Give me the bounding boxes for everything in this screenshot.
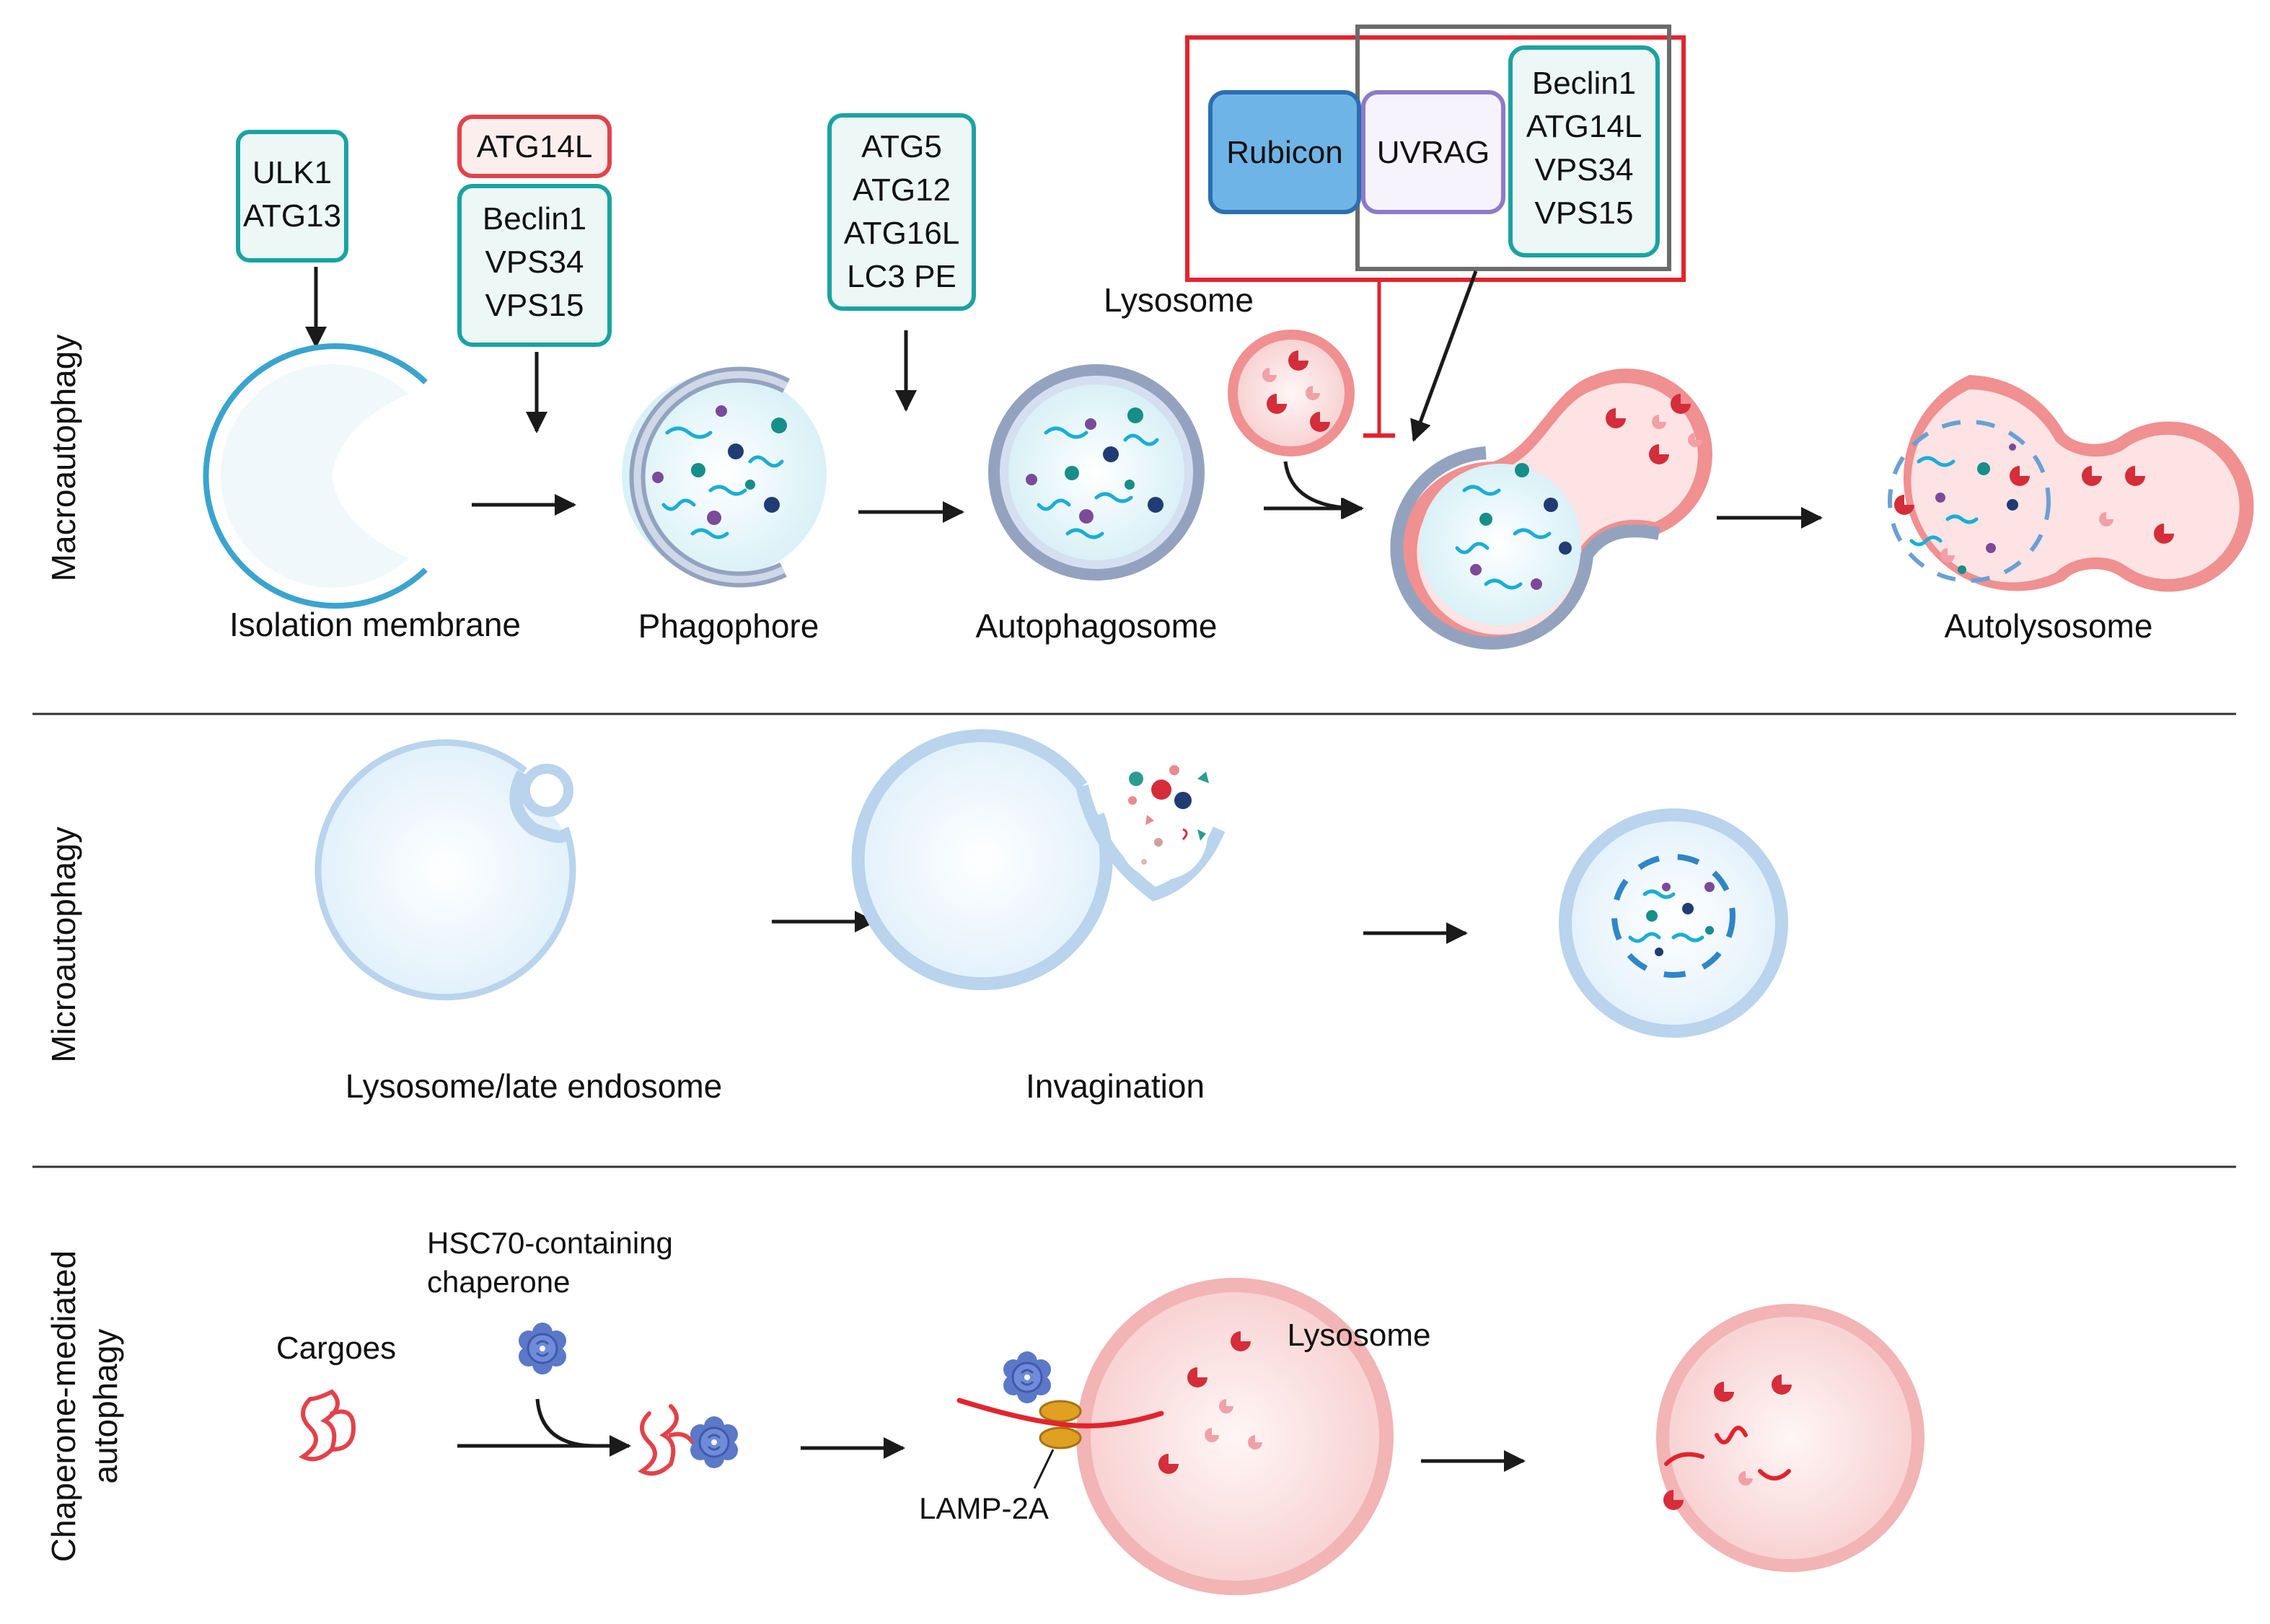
atg14l-box: ATG14L [457, 115, 612, 178]
svg-text:VPS15: VPS15 [1535, 195, 1634, 231]
lysosome [1228, 330, 1355, 456]
hsc70-chaperone-bound [1002, 1350, 1052, 1405]
section-label-cma-line1: Chaperone-mediated [45, 1250, 82, 1562]
section-label-microautophagy: Microautophagy [45, 826, 82, 1062]
svg-text:ATG14L: ATG14L [1526, 109, 1642, 144]
phagophore [622, 366, 827, 588]
lysosome-late-endosome [314, 739, 576, 1001]
label-autophagosome: Autophagosome [975, 607, 1217, 645]
svg-text:ATG16L: ATG16L [844, 216, 960, 251]
svg-text:ATG14L: ATG14L [477, 129, 593, 164]
lamp-2a [1039, 1400, 1082, 1449]
binding-arrow [535, 1398, 597, 1448]
translocating-protein [956, 1398, 1164, 1429]
ulk1-atg13-box: ULK1 ATG13 [236, 130, 348, 262]
fusing-autolysosome [1390, 369, 1712, 650]
svg-text:VPS34: VPS34 [485, 244, 584, 280]
inhibition-line [1363, 281, 1395, 438]
label-lamp-2a: LAMP-2A [919, 1491, 1049, 1525]
fusion-arrow [1283, 461, 1363, 519]
beclin-vps-box: Beclin1 VPS34 VPS15 [457, 184, 612, 347]
label-lysosome: Lysosome [1104, 281, 1254, 319]
label-lysosome-cma: Lysosome [1288, 1318, 1431, 1353]
label-phagophore: Phagophore [638, 607, 819, 645]
section-label-cma-line2: autophagy [87, 1329, 124, 1484]
beclin-atg14l-vps-box: Beclin1 ATG14L VPS34 VPS15 [1508, 45, 1660, 257]
svg-text:Beclin1: Beclin1 [1532, 66, 1636, 101]
label-autolysosome: Autolysosome [1945, 607, 2153, 645]
svg-text:Beclin1: Beclin1 [483, 201, 586, 237]
cma-lysosome [1076, 1278, 1394, 1595]
label-invagination: Invagination [1026, 1067, 1205, 1105]
invagination-vesicle [851, 729, 1226, 991]
hsc70-chaperone [517, 1321, 568, 1376]
svg-text:VPS15: VPS15 [485, 288, 584, 323]
cargo-protein [299, 1389, 356, 1462]
svg-text:ULK1: ULK1 [252, 155, 332, 190]
uvrag-box: UVRAG [1361, 90, 1505, 214]
lamp-2a-pointer [1033, 1449, 1055, 1489]
microautophagy-lysosome [1559, 808, 1788, 1038]
label-lysosome-late-endosome: Lysosome/late endosome [346, 1067, 723, 1105]
svg-text:UVRAG: UVRAG [1377, 135, 1490, 170]
svg-text:ATG12: ATG12 [853, 172, 951, 208]
svg-text:Rubicon: Rubicon [1226, 135, 1342, 170]
cargo-particles [1128, 765, 1209, 865]
svg-text:ATG13: ATG13 [243, 198, 341, 234]
svg-text:VPS34: VPS34 [1535, 152, 1634, 187]
rubicon-box: Rubicon [1208, 90, 1361, 214]
rubicon-uvrag-complex: Rubicon UVRAG Beclin1 ATG14L VPS34 VPS15 [1185, 25, 1686, 282]
label-chaperone-line1: HSC70-containing [427, 1226, 673, 1260]
activation-arrow [1410, 270, 1478, 442]
label-isolation-membrane: Isolation membrane [229, 606, 521, 643]
svg-text:LC3 PE: LC3 PE [847, 259, 956, 294]
cma-lysosome-degradation [1656, 1304, 1924, 1572]
autophagosome [988, 364, 1205, 581]
isolation-membrane [203, 343, 428, 609]
label-chaperone-line2: chaperone [427, 1265, 571, 1299]
atg5-atg12-atg16l-lc3-box: ATG5 ATG12 ATG16L LC3 PE [827, 113, 976, 311]
autolysosome [1888, 375, 2254, 592]
section-label-macroautophagy: Macroautophagy [45, 335, 82, 582]
cargo-chaperone-complex [638, 1404, 739, 1476]
svg-text:ATG5: ATG5 [861, 129, 942, 164]
label-cargoes: Cargoes [276, 1330, 396, 1366]
